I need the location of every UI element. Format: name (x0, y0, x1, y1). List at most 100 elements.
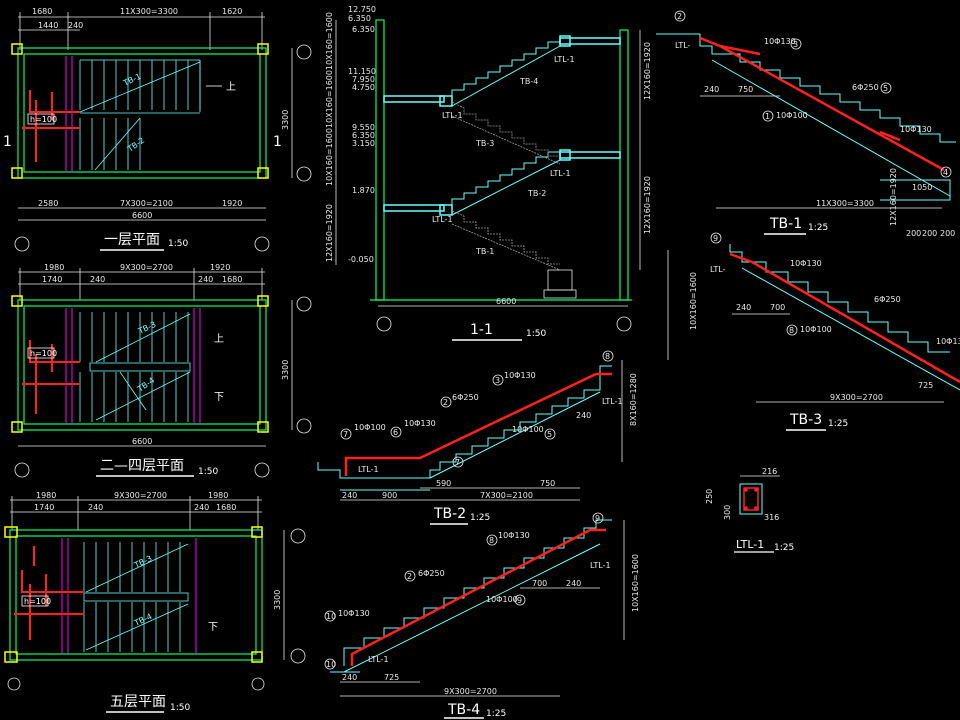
tb1-marker-4: 1 (765, 112, 770, 121)
plan2-dim-total: 6600 (132, 437, 152, 446)
tb4-marker-5: 9 (517, 596, 522, 605)
section-right-dim-2: 12X160=1920 (643, 176, 652, 234)
detail-tb3: 9 8 LTL- 10Φ130 6Φ250 10Φ100 10Φ13 240 7… (667, 232, 960, 431)
tb3-marker-2: 8 (789, 326, 794, 335)
section-label-6: TB-2 (527, 189, 546, 198)
plan2-up-label: 上 (214, 333, 224, 345)
tb2-ltl-1: LTL-1 (358, 465, 379, 474)
level-label-6: 6.350 (352, 131, 375, 140)
tb3-dim-span: 9X300=2700 (830, 393, 883, 402)
tb2-marker-6: 8 (605, 352, 610, 361)
plan2-down-label: 下 (214, 392, 224, 403)
tb2-right-dim: 8X160=1280 (629, 373, 638, 426)
plan2-dim-top2-3: 240 (198, 275, 213, 284)
tb1-dim-6: 200 (922, 229, 937, 238)
plan1-dim-top-1: 1680 (32, 7, 52, 16)
plan3-stair-treads (83, 542, 189, 652)
plan2-flight-b: TB-4 (135, 376, 156, 394)
tb4-rebar-3: 10Φ100 (486, 595, 518, 604)
section-bottom-dim: 6600 (496, 297, 516, 306)
tb1-dim-span: 11X300=3300 (816, 199, 874, 208)
detail-tb4: 10 10 2 8 9 9 LTL-1 LTL-1 10Φ130 6Φ250 1… (324, 512, 640, 719)
plan1-stair-treads (79, 59, 201, 171)
tb1-right-dim: 12X160=1920 (889, 168, 898, 226)
detail-tb2: 7 6 5 3 2 8 7 LTL-1 LTL-1 10Φ130 6Φ250 1… (317, 350, 638, 525)
tb3-rebar-2: 6Φ250 (874, 295, 901, 304)
plan1-dim-bottom-2: 7X300=2100 (120, 199, 173, 208)
plan3-dim-top2-3: 240 (194, 503, 209, 512)
tb1-rebar-1: 10Φ130 (764, 37, 796, 46)
tb1-rebar-4: 10Φ130 (900, 125, 932, 134)
tb4-dim-1: 240 (342, 673, 357, 682)
plan-level-5: 1980 9X300=2700 1980 1740 240 240 1680 (4, 491, 306, 713)
plan-level-1: 1680 11X300=3300 1620 1440 240 (3, 7, 312, 252)
tb3-ltl: LTL- (710, 265, 726, 274)
section-floor-slabs (383, 35, 621, 216)
tb2-marker-4: 3 (495, 376, 500, 385)
section-label-5: LTL-1 (550, 169, 571, 178)
tb4-rebar-2: 6Φ250 (418, 569, 445, 578)
plan2-dim-top-2: 9X300=2700 (120, 263, 173, 272)
plan1-scale: 1:50 (168, 239, 188, 249)
plan1-up-label: 上 (226, 81, 236, 93)
level-label-dup-2: 6.350 (352, 25, 375, 34)
tb4-ltl-2: LTL-1 (590, 561, 611, 570)
tb1-title: TB-1 (769, 216, 802, 232)
section-label-7: LTL-1 (432, 215, 453, 224)
plan1-section-mark-right: 1 (273, 134, 282, 150)
tb1-main-rebar (699, 36, 945, 172)
level-label-7: 3.150 (352, 139, 375, 148)
plan2-slab-thickness: h=100 (30, 349, 57, 358)
tb1-dim-5: 200 (906, 229, 921, 238)
section-left-dim-1: 10X160=1600 (325, 12, 334, 70)
plan2-dim-top2-1: 1740 (42, 275, 62, 284)
ltl1-title: LTL-1 (736, 538, 764, 551)
plan2-title: 二—四层平面 (100, 458, 184, 474)
plan1-dim-total: 6600 (132, 211, 152, 220)
tb2-marker-7: 7 (455, 458, 460, 467)
plan3-right-dim: 3300 (273, 590, 282, 610)
ltl1-dim-3: 250 (705, 489, 714, 504)
level-label-3: 7.950 (352, 75, 375, 84)
section-left-dim-4: 12X160=1920 (325, 204, 334, 262)
tb4-rebar-4: 10Φ130 (338, 609, 370, 618)
section-scale: 1:50 (526, 329, 546, 339)
ltl1-dim-2: 316 (764, 513, 779, 522)
plan1-rebars (22, 90, 80, 162)
plan1-right-dim: 3300 (281, 110, 290, 130)
tb3-rebar-1: 10Φ130 (790, 259, 822, 268)
plan2-dim-top-1: 1980 (44, 263, 64, 272)
tb2-dim-2: 900 (382, 491, 397, 500)
tb2-ltl-2: LTL-1 (602, 397, 623, 406)
tb2-scale: 1:25 (470, 513, 490, 523)
tb2-marker-5: 2 (443, 398, 448, 407)
level-label-1: 12.750 (348, 5, 376, 14)
tb2-rebar-3: 10Φ100 (354, 423, 386, 432)
tb3-marker-1: 9 (713, 234, 718, 243)
tb1-dim-2: 750 (738, 85, 753, 94)
tb2-dim-5: 750 (540, 479, 555, 488)
plan1-dim-bottom-1: 2580 (38, 199, 58, 208)
tb4-dim-2: 725 (384, 673, 399, 682)
plan2-dim-top-3: 1920 (210, 263, 230, 272)
plan3-dim-top-3: 1980 (208, 491, 228, 500)
plan1-dim-top-2: 11X300=3300 (120, 7, 178, 16)
section-label-1: LTL-1 (554, 55, 575, 64)
tb2-title: TB-2 (433, 506, 466, 522)
tb3-title: TB-3 (789, 412, 822, 428)
plan1-dim-top2-2: 240 (68, 21, 83, 30)
plan2-right-dim: 3300 (281, 360, 290, 380)
tb3-left-dim: 10X160=1600 (689, 272, 698, 330)
level-label-5: 9.550 (352, 123, 375, 132)
plan1-dim-bottom-3: 1920 (222, 199, 242, 208)
tb2-rebar-5: 10Φ100 (512, 425, 544, 434)
plan2-dim-top2-4: 1680 (222, 275, 242, 284)
tb3-dim-3: 725 (918, 381, 933, 390)
tb2-dim-3: 590 (436, 479, 451, 488)
tb3-rebar-4: 10Φ13 (936, 337, 960, 346)
tb1-rebar-2: 6Φ250 (852, 83, 879, 92)
tb1-dim-1: 240 (704, 85, 719, 94)
level-label-dup-1: 6.350 (348, 14, 371, 23)
section-1-1: 12.750 6.350 6.350 11.150 7.950 4.750 9.… (325, 5, 652, 341)
